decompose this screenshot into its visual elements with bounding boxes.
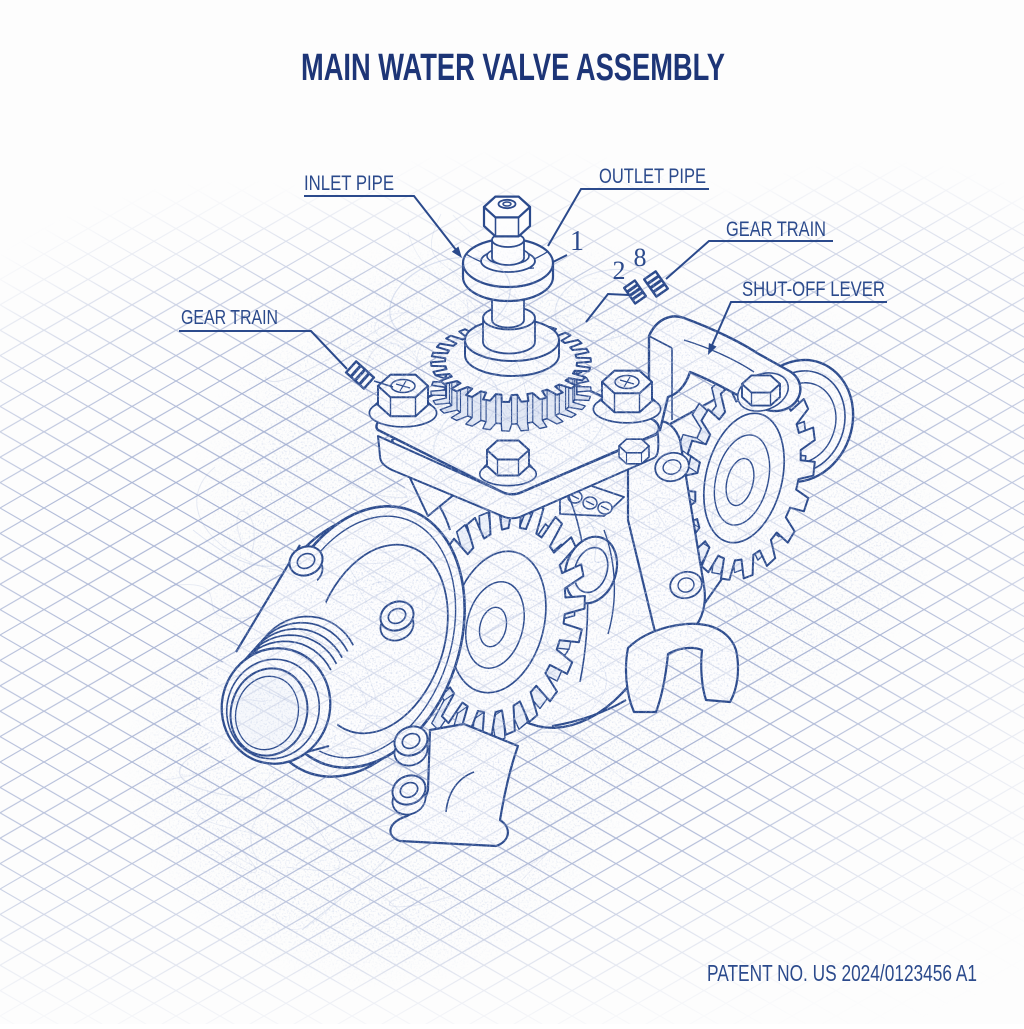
svg-text:PATENT NO. US 2024/0123456 A1: PATENT NO. US 2024/0123456 A1 — [707, 960, 977, 986]
svg-text:INLET PIPE: INLET PIPE — [304, 172, 394, 195]
svg-text:MAIN WATER VALVE ASSEMBLY: MAIN WATER VALVE ASSEMBLY — [301, 47, 725, 89]
svg-text:SHUT-OFF LEVER: SHUT-OFF LEVER — [742, 278, 885, 301]
svg-text:2: 2 — [613, 256, 626, 285]
svg-text:OUTLET PIPE: OUTLET PIPE — [599, 165, 706, 188]
svg-text:GEAR TRAIN: GEAR TRAIN — [181, 307, 278, 329]
svg-text:8: 8 — [634, 243, 647, 272]
svg-text:GEAR TRAIN: GEAR TRAIN — [726, 218, 826, 241]
svg-text:1: 1 — [570, 226, 584, 257]
